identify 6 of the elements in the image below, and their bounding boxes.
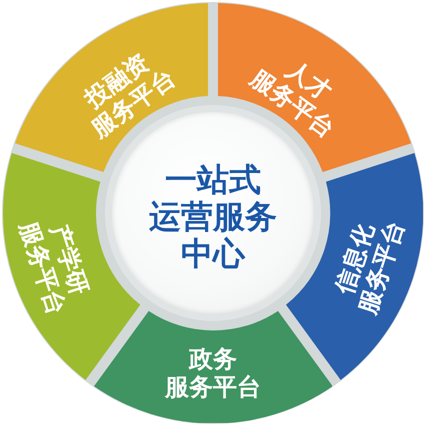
segment-label: 信息化服务平台 (329, 216, 410, 318)
hub-label: 一站式运营服务中心 (148, 162, 278, 272)
segment-label: 人才服务平台 (245, 54, 341, 143)
segment-label: 产学研服务平台 (14, 217, 95, 319)
segment-label: 投融资服务平台 (78, 46, 181, 143)
segment-label: 政务服务平台 (164, 344, 262, 401)
